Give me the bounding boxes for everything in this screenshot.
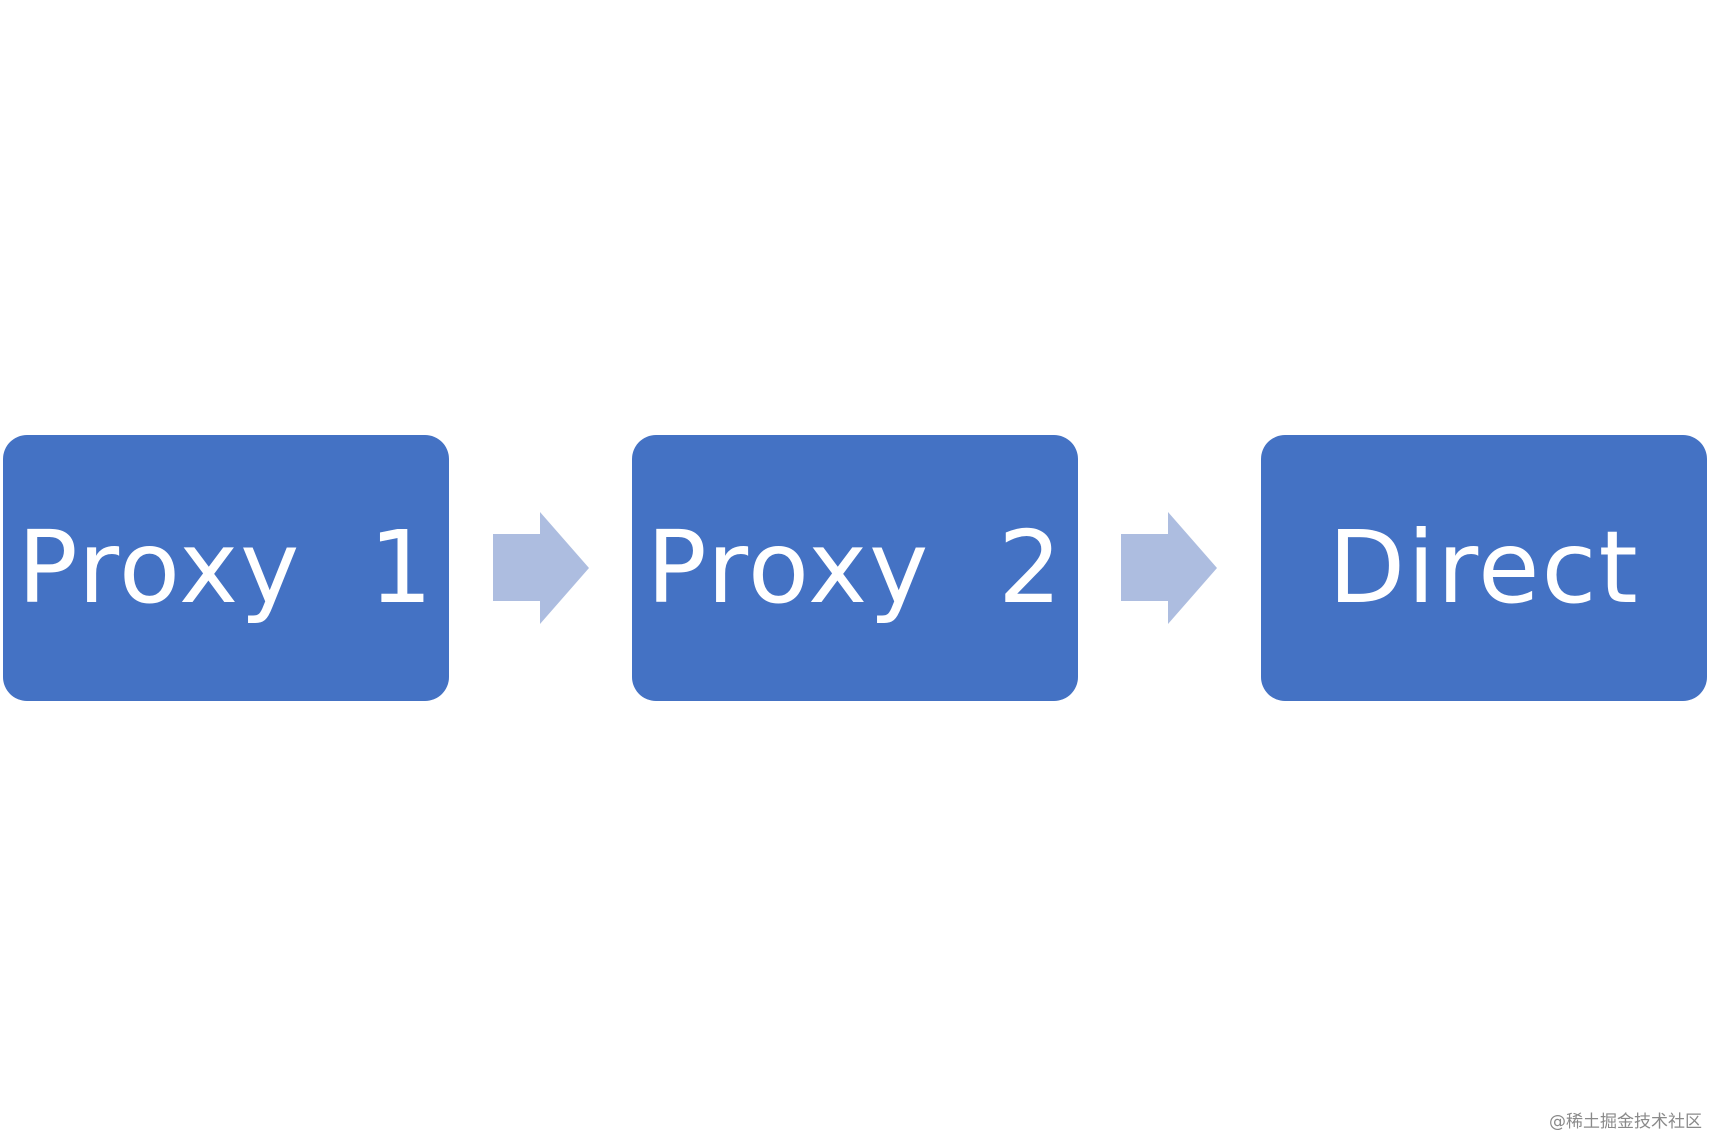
proxy-1-label: Proxy 1 xyxy=(17,509,435,626)
proxy-2-node: Proxy 2 xyxy=(632,435,1078,701)
direct-node: Direct xyxy=(1261,435,1707,701)
proxy-2-label: Proxy 2 xyxy=(646,509,1064,626)
proxy-1-node: Proxy 1 xyxy=(3,435,449,701)
watermark-text: @稀土掘金技术社区 xyxy=(1549,1112,1702,1132)
right-arrow-icon xyxy=(493,512,589,624)
right-arrow-icon xyxy=(1121,512,1217,624)
direct-label: Direct xyxy=(1328,509,1640,626)
